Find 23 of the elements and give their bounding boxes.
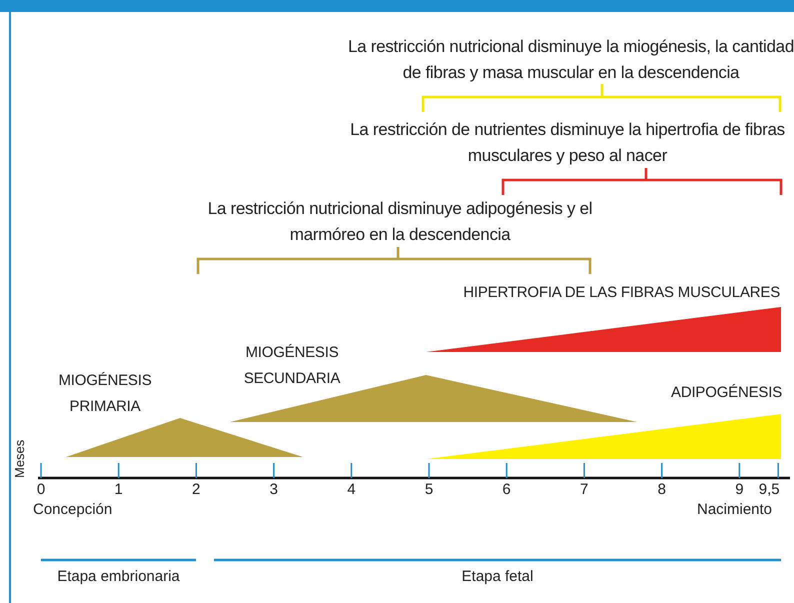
axis-note: Nacimiento — [697, 501, 772, 518]
tick-label: 5 — [424, 481, 434, 498]
tick-label: 2 — [191, 481, 202, 498]
period-label: Etapa fetal — [460, 568, 534, 585]
tick-label: 3 — [268, 481, 279, 498]
annotation-text: La restricción de nutrientes disminuye la hipertrofia de fibras musculares y peso al nacer — [349, 119, 786, 167]
tick-label: 7 — [579, 481, 590, 498]
tick-label: 9 — [734, 481, 745, 498]
tick-label: 8 — [656, 481, 667, 498]
tick-label: 6 — [501, 481, 512, 498]
phase-label: MIOGÉNESIS SECUNDARIA — [242, 343, 342, 389]
tick-label: 1 — [113, 481, 124, 498]
annotation-text: La restricción nutricional disminuye la miogénesis, la cantidad de fibras y masa muscular en la descendencia — [346, 36, 794, 84]
phase-label: HIPERTROFIA DE LAS FIBRAS MUSCULARES — [462, 283, 780, 303]
axis-note: Concepción — [33, 501, 112, 518]
tick-label: 4 — [346, 481, 357, 498]
phase-label: MIOGÉNESIS PRIMARIA — [57, 371, 153, 417]
annotation-text: La restricción nutricional disminuye adipogénesis y el marmóreo en la descendencia — [206, 198, 594, 246]
axis-title: Meses — [12, 440, 27, 478]
tick-label: 9,5 — [758, 481, 781, 498]
tick-label: 0 — [36, 481, 46, 498]
phase-label: ADIPOGÉNESIS — [670, 383, 782, 403]
period-label: Etapa embrionaria — [56, 568, 181, 585]
